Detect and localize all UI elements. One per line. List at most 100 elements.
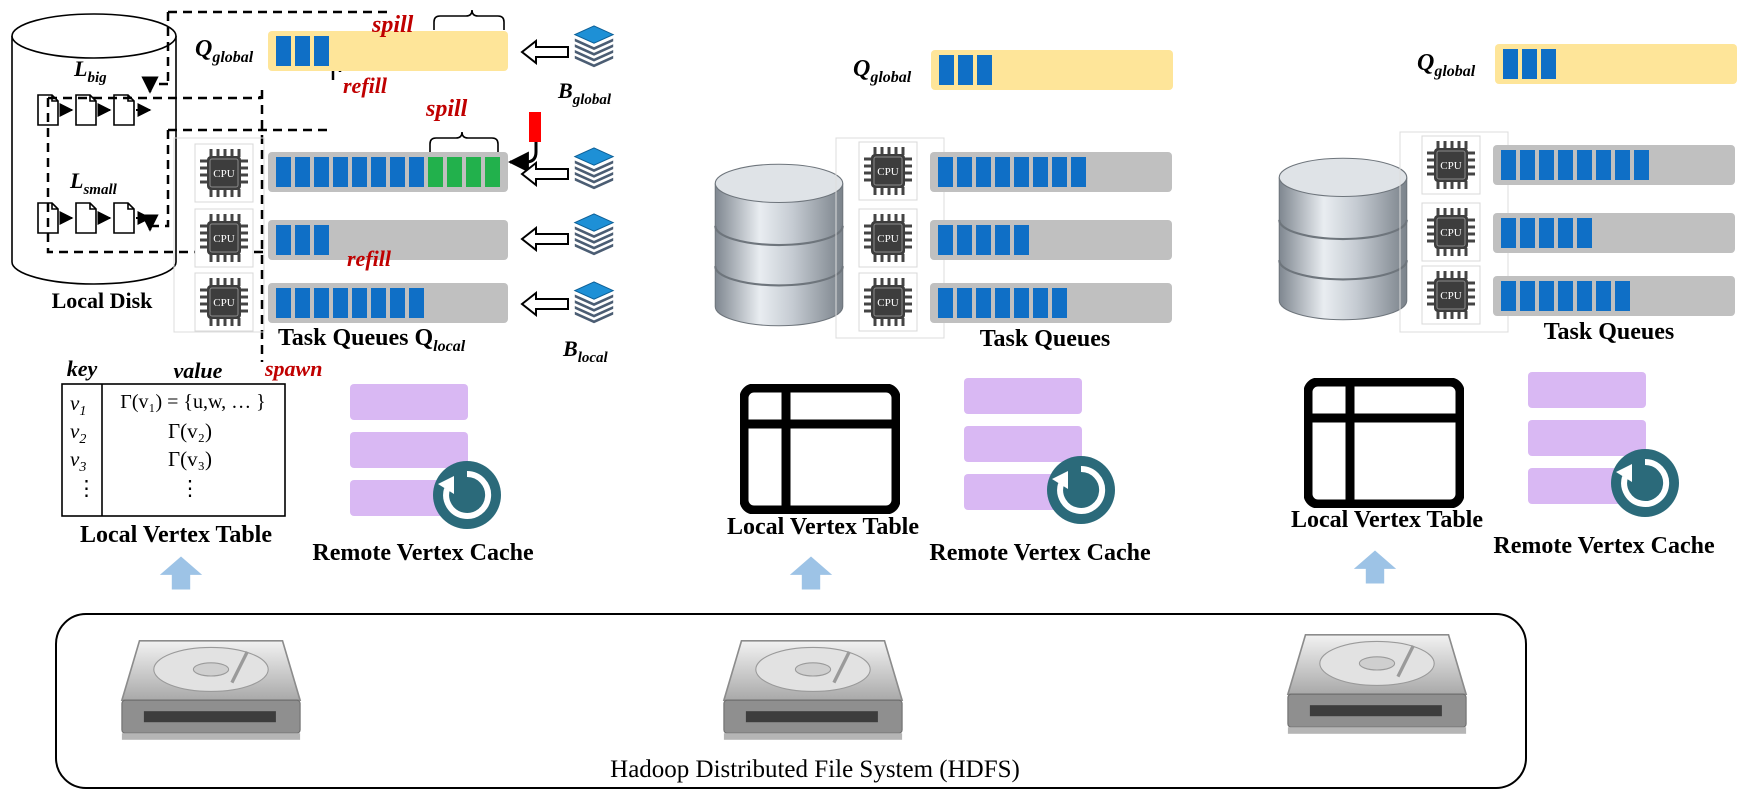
task-block [976,157,991,187]
hard-drive-icon [722,639,904,742]
task-block [1520,281,1535,311]
hdfs-label: Hadoop Distributed File System (HDFS) [610,756,1020,783]
local-queue-tasks [1501,150,1649,311]
remote-vertex-cache-label: Remote Vertex Cache [312,540,534,566]
red-marker [529,112,541,142]
task-block [1501,150,1516,180]
task-block [1014,288,1029,318]
task-block [1033,157,1048,187]
task-block [390,288,405,318]
table-value-header: value [174,358,223,383]
task-block [333,288,348,318]
local-vertex-table-icon [1308,382,1460,504]
task-block [995,225,1010,255]
task-block [1558,150,1573,180]
refresh-icon [1047,456,1115,524]
spawn-label: spawn [264,356,322,381]
task-block [409,288,424,318]
task-queues-label: Task Queues Qlocal [278,325,466,355]
task-block [1503,49,1518,79]
b-local-stack-icon [574,147,614,190]
local-disk-icon [11,13,177,285]
task-queues-label: Task Queues [1544,319,1675,345]
cache-block [1528,372,1646,408]
local-queue-tasks [938,157,1086,318]
machine-2: Qglobal CPU CPU CPU Task Queues Local Ve… [714,50,1173,590]
remote-vertex-cache-label: Remote Vertex Cache [929,540,1151,566]
global-queue-tasks [276,36,329,66]
database-icon [714,163,844,327]
cache-block [350,384,468,420]
hdfs-container: Hadoop Distributed File System (HDFS) [55,613,1527,789]
refresh-icon [1611,449,1679,517]
task-block [1501,218,1516,248]
cache-block [964,426,1082,462]
table-key-cell: ⋮ [76,476,97,500]
task-block [295,157,310,187]
refresh-icon [433,461,501,529]
task-block [371,288,386,318]
spilled-task-block [428,157,443,187]
task-block [314,157,329,187]
task-block [1520,218,1535,248]
task-block [1577,281,1592,311]
spilled-task-block [447,157,462,187]
task-block [295,225,310,255]
hard-drive-icon [120,639,302,742]
hollow-arrow-icon [521,40,569,64]
task-block [1014,157,1029,187]
task-block [1541,49,1556,79]
task-block [276,288,291,318]
task-block [1558,281,1573,311]
task-block [1634,150,1649,180]
cache-block [964,378,1082,414]
cpu-label: CPU [1440,227,1461,239]
task-block [1539,281,1554,311]
task-block [995,288,1010,318]
cache-block [1528,420,1646,456]
table-key-cell: v1 [70,391,86,419]
q-global-label: Qglobal [853,56,912,86]
task-block [1596,281,1611,311]
l-big-file-chain [37,94,152,126]
cpu-label: CPU [1440,290,1461,302]
b-local-stack-icon [574,213,614,256]
local-vertex-table-label: Local Vertex Table [1291,507,1483,533]
task-block [976,225,991,255]
machine-1: Local Disk Lbig Lsmall [11,9,614,590]
cpu-label: CPU [213,297,234,309]
task-block [1052,157,1067,187]
database-icon [1278,157,1408,321]
task-block [314,36,329,66]
local-vertex-table-label: Local Vertex Table [727,514,919,540]
task-block [1596,150,1611,180]
spilled-task-block [466,157,481,187]
cpu-label: CPU [877,297,898,309]
task-block [938,225,953,255]
task-block [1577,150,1592,180]
task-block [1577,218,1592,248]
table-value-cell: Γ(v₁) = {u,w, … } [120,391,265,413]
cache-block [350,432,468,468]
hollow-arrow-icon [521,162,569,186]
task-block [1014,225,1029,255]
task-block [1539,218,1554,248]
q-global-label: Qglobal [195,36,254,66]
task-block [957,288,972,318]
local-queue-tasks [276,157,500,318]
task-block [276,157,291,187]
task-block [314,288,329,318]
task-queues-label: Task Queues [980,326,1111,352]
b-global-label: Bglobal [557,78,612,108]
hollow-arrow-icon [521,227,569,251]
b-local-label: Blocal [562,336,609,366]
table-key-header: key [67,356,98,381]
task-block [995,157,1010,187]
cpu-label: CPU [213,233,234,245]
task-block [409,157,424,187]
task-block [939,55,954,85]
task-block [938,157,953,187]
spill-hook-arrow [507,142,538,173]
task-block [938,288,953,318]
hollow-arrow-icon [521,292,569,316]
